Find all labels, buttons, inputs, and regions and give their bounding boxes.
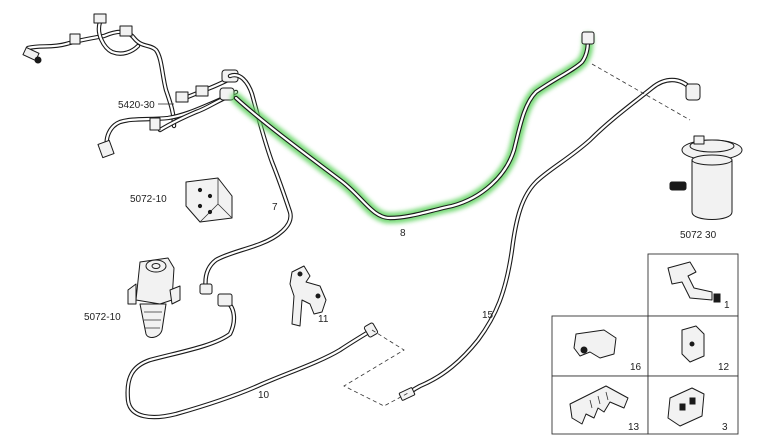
inset-part-16[interactable] xyxy=(573,329,617,359)
inset-part-1[interactable] xyxy=(667,261,721,303)
inset-part-13[interactable] xyxy=(569,385,629,425)
pipe-8-highlighted[interactable] xyxy=(230,31,595,224)
pipe-10[interactable] xyxy=(125,293,379,420)
inset-label-3: 3 xyxy=(722,422,728,433)
label-pipe-15: 15 xyxy=(482,310,494,321)
pipe-assembly-5420-30[interactable] xyxy=(22,13,239,159)
pipe-7[interactable] xyxy=(199,72,293,295)
inset-label-12: 12 xyxy=(718,362,730,373)
label-pump-5072-30: 5072 30 xyxy=(680,230,717,241)
inset-part-12[interactable] xyxy=(681,325,705,363)
pipe-15[interactable] xyxy=(398,77,701,401)
inset-label-1: 1 xyxy=(724,300,730,311)
inset-part-3[interactable] xyxy=(667,387,705,427)
label-5420-30: 5420-30 xyxy=(118,100,155,111)
inset-panel xyxy=(551,253,739,435)
fuel-pump-5072-30[interactable] xyxy=(669,135,743,220)
label-5072-10-top: 5072-10 xyxy=(130,194,167,205)
inset-label-13: 13 xyxy=(628,422,640,433)
label-5072-10-filter: 5072-10 xyxy=(84,312,121,323)
inset-label-16: 16 xyxy=(630,362,642,373)
label-pipe-7: 7 xyxy=(272,202,278,213)
label-bracket-11: 11 xyxy=(318,314,329,325)
label-pipe-8: 8 xyxy=(400,228,406,239)
filter-5072-10[interactable] xyxy=(127,257,181,338)
bracket-11[interactable] xyxy=(289,265,327,327)
label-pipe-10: 10 xyxy=(258,390,270,401)
bracket-5072-10-top[interactable] xyxy=(185,177,233,223)
